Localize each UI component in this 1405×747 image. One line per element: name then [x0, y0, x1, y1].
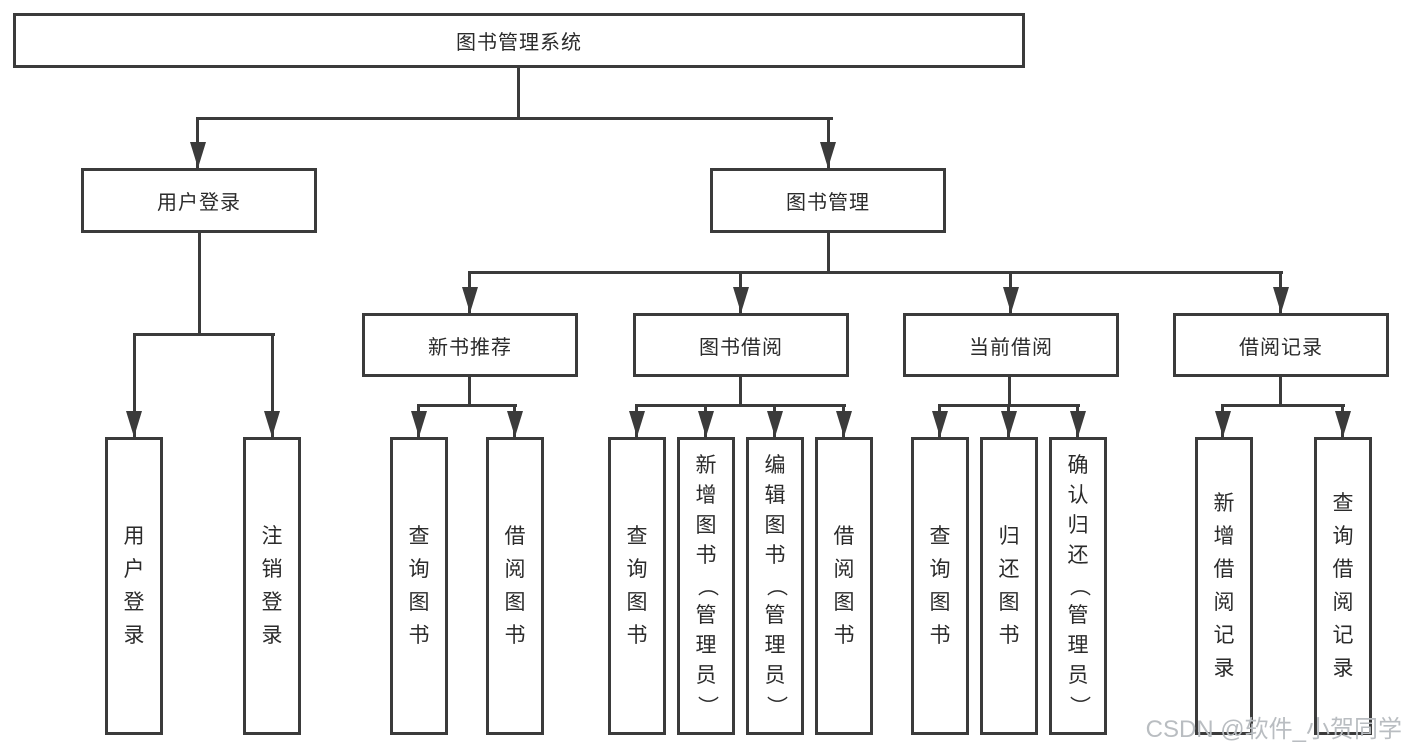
connector-line: [198, 233, 201, 335]
leaf-logout: 注销登录: [243, 437, 301, 735]
leaf-query-books-recommend: 查询图书: [390, 437, 448, 735]
node-book-management: 图书管理: [710, 168, 946, 233]
arrow-down-icon: [767, 411, 783, 437]
node-current-borrow: 当前借阅: [903, 313, 1119, 377]
arrow-down-icon: [1070, 411, 1086, 437]
arrow-down-icon: [1273, 287, 1289, 313]
connector-line: [1221, 404, 1345, 407]
connector-line: [196, 117, 833, 120]
node-new-book-recommend: 新书推荐: [362, 313, 578, 377]
node-borrow-records-label: 借阅记录: [1239, 336, 1323, 359]
leaf-confirm-return-admin-label: 确认归还（管理员）: [1067, 454, 1090, 717]
node-book-borrow: 图书借阅: [633, 313, 849, 377]
leaf-add-borrow-record-label: 新增借阅记录: [1213, 492, 1235, 680]
leaf-return-books: 归还图书: [980, 437, 1038, 735]
arrow-down-icon: [698, 411, 714, 437]
node-current-borrow-label: 当前借阅: [969, 336, 1053, 359]
leaf-add-books-admin: 新增图书（管理员）: [677, 437, 735, 735]
leaf-user-login: 用户登录: [105, 437, 163, 735]
arrow-down-icon: [507, 411, 523, 437]
arrow-down-icon: [1001, 411, 1017, 437]
leaf-user-login-label: 用户登录: [123, 525, 145, 647]
node-user-login: 用户登录: [81, 168, 317, 233]
leaf-borrow-books-label: 借阅图书: [833, 525, 855, 647]
leaf-query-books-borrow-label: 查询图书: [626, 525, 648, 647]
connector-line: [739, 377, 742, 407]
connector-line: [468, 377, 471, 407]
leaf-query-books-recommend-label: 查询图书: [408, 525, 430, 647]
arrow-down-icon: [820, 142, 836, 168]
arrow-down-icon: [190, 142, 206, 168]
leaf-logout-label: 注销登录: [261, 525, 283, 647]
connector-line: [1279, 377, 1282, 407]
node-user-login-label: 用户登录: [157, 192, 241, 214]
arrow-down-icon: [462, 287, 478, 313]
node-borrow-records: 借阅记录: [1173, 313, 1389, 377]
connector-line: [271, 333, 274, 437]
node-root: 图书管理系统: [13, 13, 1025, 68]
arrow-down-icon: [733, 287, 749, 313]
connector-line: [417, 404, 517, 407]
node-book-borrow-label: 图书借阅: [699, 336, 783, 359]
connector-line: [1008, 377, 1011, 407]
arrow-down-icon: [1215, 411, 1231, 437]
arrow-down-icon: [264, 411, 280, 437]
arrow-down-icon: [1335, 411, 1351, 437]
leaf-return-books-label: 归还图书: [998, 525, 1020, 647]
arrow-down-icon: [126, 411, 142, 437]
arrow-down-icon: [932, 411, 948, 437]
leaf-query-books-current: 查询图书: [911, 437, 969, 735]
arrow-down-icon: [1003, 287, 1019, 313]
leaf-borrow-books-recommend: 借阅图书: [486, 437, 544, 735]
arrow-down-icon: [836, 411, 852, 437]
connector-line: [827, 233, 830, 273]
leaf-add-books-admin-label: 新增图书（管理员）: [695, 454, 718, 717]
leaf-confirm-return-admin: 确认归还（管理员）: [1049, 437, 1107, 735]
node-book-management-label: 图书管理: [786, 192, 870, 214]
node-root-label: 图书管理系统: [456, 32, 582, 54]
connector-line: [468, 271, 1283, 274]
arrow-down-icon: [411, 411, 427, 437]
arrow-down-icon: [629, 411, 645, 437]
node-new-book-recommend-label: 新书推荐: [428, 336, 512, 359]
connector-line: [517, 68, 520, 119]
leaf-borrow-books-recommend-label: 借阅图书: [504, 525, 526, 647]
leaf-edit-books-admin-label: 编辑图书（管理员）: [764, 454, 787, 717]
watermark-text: CSDN @软件_小贺同学: [1145, 716, 1402, 743]
connector-line: [635, 404, 846, 407]
leaf-query-books-current-label: 查询图书: [929, 525, 951, 647]
leaf-query-borrow-record-label: 查询借阅记录: [1332, 492, 1354, 680]
leaf-add-borrow-record: 新增借阅记录: [1195, 437, 1253, 735]
connector-line: [133, 333, 275, 336]
leaf-borrow-books: 借阅图书: [815, 437, 873, 735]
connector-line: [133, 333, 136, 437]
leaf-edit-books-admin: 编辑图书（管理员）: [746, 437, 804, 735]
leaf-query-borrow-record: 查询借阅记录: [1314, 437, 1372, 735]
leaf-query-books-borrow: 查询图书: [608, 437, 666, 735]
